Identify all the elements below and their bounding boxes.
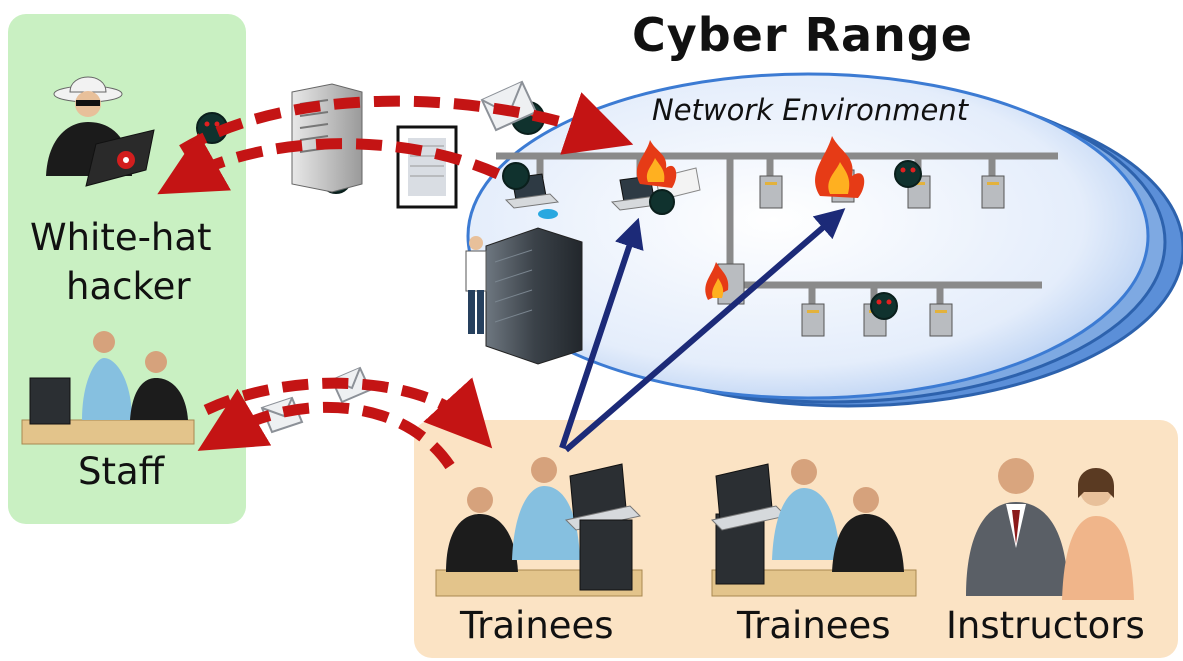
- trainee-icon: [710, 459, 917, 597]
- whitehat-label-line1: White-hat: [30, 216, 212, 259]
- engineer-icon: [465, 236, 487, 334]
- instructors-label: Instructors: [946, 604, 1145, 647]
- document-icon: [396, 125, 458, 209]
- server-rack-icon: [485, 227, 583, 365]
- network-environment-label: Network Environment: [652, 93, 969, 127]
- trainees-label-2: Trainees: [737, 604, 891, 647]
- staff-icon: [21, 331, 195, 445]
- trainees-label-1: Trainees: [460, 604, 614, 647]
- instructor-icon: [966, 458, 1134, 600]
- whitehat-label-line2: hacker: [66, 265, 191, 308]
- training-arrows: [559, 208, 846, 453]
- staff-label: Staff: [78, 450, 165, 493]
- fire-icon: [636, 136, 865, 300]
- attack-arrows: [157, 92, 634, 470]
- page-title: Cyber Range: [632, 8, 973, 62]
- hat-hacker-icon: [46, 76, 155, 187]
- trainee-icon: [435, 457, 643, 597]
